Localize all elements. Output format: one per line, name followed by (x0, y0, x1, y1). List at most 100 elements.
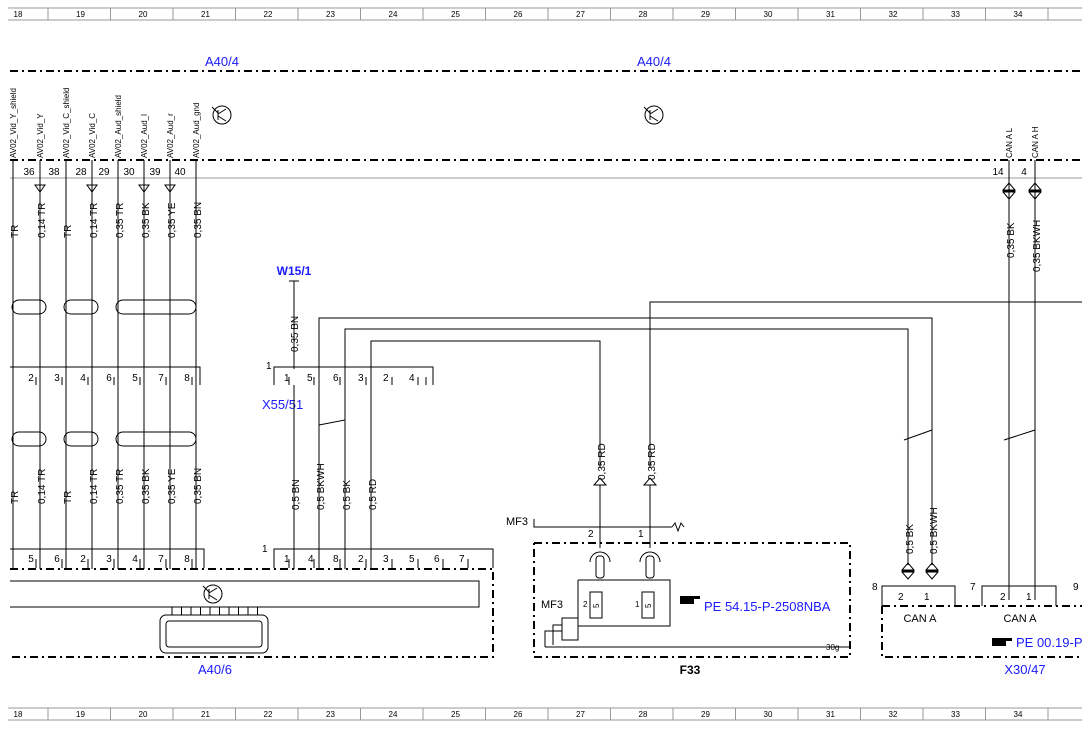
f33-label: F33 (680, 663, 701, 677)
grid-column-number: 18 (14, 10, 23, 19)
svg-text:5: 5 (409, 554, 415, 565)
svg-text:6: 6 (434, 554, 440, 565)
w15-1-label: W15/1 (277, 264, 312, 278)
w15-1-wire-label: 0,35 BN (290, 316, 301, 352)
svg-text:2: 2 (898, 592, 904, 603)
svg-text:8: 8 (333, 554, 339, 565)
signal-name: AV02_Vid_C (88, 113, 97, 158)
x30-47-label: X30/47 (1004, 662, 1045, 677)
svg-text:0,35 RD: 0,35 RD (597, 443, 608, 480)
grid-column-number: 18 (14, 710, 23, 719)
x55-51-label: X55/51 (262, 397, 303, 412)
svg-text:1: 1 (266, 361, 272, 372)
svg-text:4: 4 (409, 373, 415, 384)
svg-text:3: 3 (358, 373, 364, 384)
wire-label: 0,35 TR (115, 203, 126, 238)
connector-pin-number: 8 (184, 373, 190, 384)
svg-text:7: 7 (970, 582, 976, 593)
can-a-left-label: CAN A (903, 613, 937, 625)
can-a-right-label: CAN A (1003, 613, 1037, 625)
wire-label: 0,14 TR (89, 203, 100, 238)
grid-column-number: 20 (139, 710, 148, 719)
wire-label: TR (10, 225, 21, 238)
can-wiring: 0,35 BK 0,35 BKWH 0,5 BK 0,5 BKWH (900, 160, 1043, 600)
grid-column-number: 29 (701, 10, 710, 19)
connector-pin-number: 7 (158, 373, 164, 384)
esd-symbol-icon (202, 584, 223, 604)
grid-column-number: 19 (76, 10, 85, 19)
wire-label: TR (10, 491, 21, 504)
svg-text:1: 1 (635, 600, 640, 609)
x55-51-connector-lower: 1 1 4 8 2 3 5 6 7 (262, 544, 494, 568)
signal-name: AV02_Aud_l (140, 114, 149, 158)
plug-connector-icon (159, 607, 269, 654)
svg-text:1: 1 (284, 373, 290, 384)
connector-pin-number: 6 (106, 373, 112, 384)
connector-pin-number: 4 (80, 373, 86, 384)
connector-pin-number: 5 (132, 373, 138, 384)
connector-pin-number: 7 (158, 554, 164, 565)
pin-number: 39 (149, 167, 161, 178)
grid-column-number: 24 (389, 10, 398, 19)
grid-column-number: 19 (76, 710, 85, 719)
can-pin-number: 14 (992, 167, 1004, 178)
pin-number: 36 (23, 167, 35, 178)
mf3-label: MF3 (506, 516, 528, 528)
can-signal-name: CAN A L (1005, 127, 1014, 158)
signal-name: AV02_Aud_shield (114, 95, 123, 158)
a40-6-module: A40/6 (10, 568, 494, 677)
x55-51-connector-upper: X55/51 1 1 5 6 3 2 4 (262, 361, 434, 412)
can-pin-number: 4 (1021, 167, 1027, 178)
x30-47-module: 8 2 1 CAN A 7 2 1 CAN A 9 PE 00.19-P X30… (872, 582, 1083, 677)
svg-text:0,5 BK: 0,5 BK (905, 524, 916, 554)
signal-name: AV02_Aud_gnd (192, 103, 201, 158)
connector-pin-number: 2 (80, 554, 86, 565)
grid-column-number: 21 (201, 710, 210, 719)
signal-name: AV02_Aud_r (166, 113, 175, 158)
grid-column-number: 34 (1014, 710, 1023, 719)
reference-link-pe54[interactable]: PE 54.15-P-2508NBA (704, 599, 831, 614)
grid-column-number: 30 (764, 10, 773, 19)
a40-4-label-right: A40/4 (637, 54, 671, 69)
fuse-ground-label: 30g (826, 643, 839, 652)
grid-column-number: 32 (889, 710, 898, 719)
svg-text:2: 2 (583, 600, 588, 609)
grid-column-number: 27 (576, 10, 585, 19)
svg-text:2: 2 (588, 529, 594, 540)
svg-text:0,5 BN: 0,5 BN (291, 479, 302, 510)
shield-group-upper (11, 299, 197, 315)
svg-text:1: 1 (262, 544, 268, 555)
svg-text:2: 2 (358, 554, 364, 565)
grid-column-number: 33 (951, 10, 960, 19)
wire-label: 0,14 TR (37, 469, 48, 504)
grid-column-number: 25 (451, 10, 460, 19)
mid-wires: 0,5 BN 0,5 BKWH 0,5 BK 0,5 RD (291, 385, 379, 569)
wire-label: 0,35 BN (193, 468, 204, 504)
reference-link-pe00[interactable]: PE 00.19-P (1016, 635, 1083, 650)
svg-text:6: 6 (333, 373, 339, 384)
signal-name: AV02_Vid_C_shield (62, 88, 71, 158)
wire-label: TR (63, 225, 74, 238)
pin-number: 40 (174, 167, 186, 178)
svg-text:1: 1 (638, 529, 644, 540)
grid-column-number: 33 (951, 710, 960, 719)
grid-column-number: 26 (514, 710, 523, 719)
connector-pin-number: 3 (106, 554, 112, 565)
grid-column-number: 31 (826, 10, 835, 19)
wire-label: 0,35 BN (193, 202, 204, 238)
bus-lines (318, 301, 1082, 468)
svg-text:0,5 BKWH: 0,5 BKWH (929, 507, 940, 554)
grid-column-number: 28 (639, 10, 648, 19)
grid-column-number: 31 (826, 710, 835, 719)
esd-symbol-icon (211, 105, 232, 125)
grid-column-number: 32 (889, 10, 898, 19)
grid-column-number: 23 (326, 10, 335, 19)
f33-fuse-box: MF3 0,35 RD 0,35 RD 2 1 5 5 2 1 30g MF3 … (506, 443, 851, 677)
grid-column-number: 21 (201, 10, 210, 19)
connector-pin-number: 3 (54, 373, 60, 384)
esd-symbol-icon (643, 105, 664, 125)
grid-column-number: 20 (139, 10, 148, 19)
svg-text:1: 1 (924, 592, 930, 603)
